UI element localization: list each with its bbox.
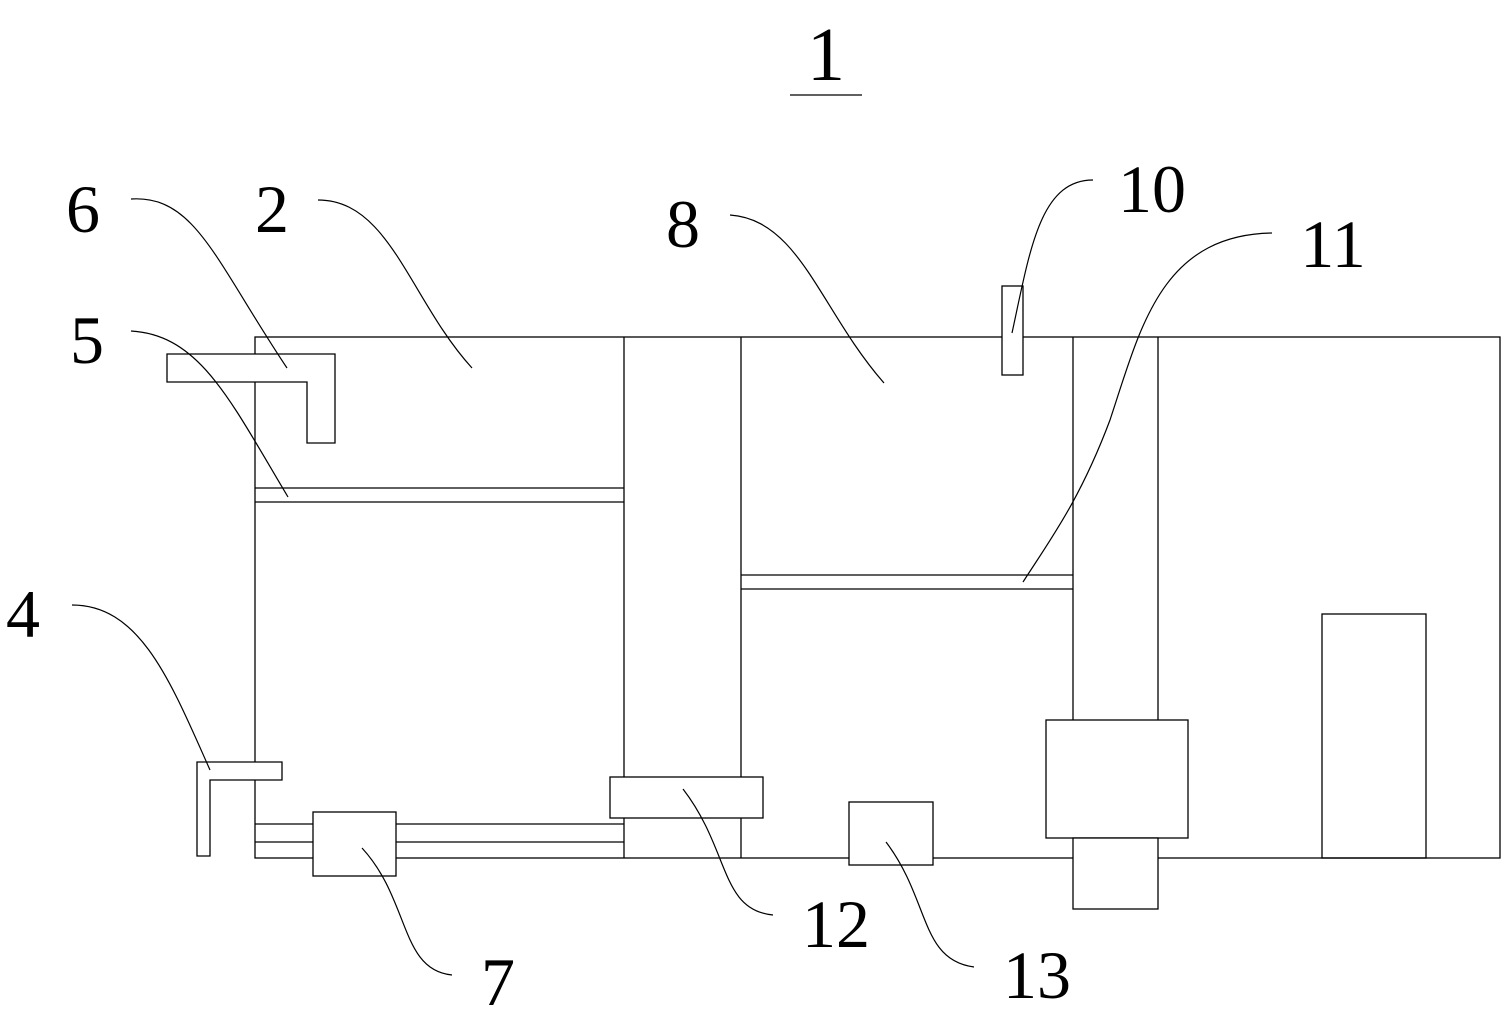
component-7	[312, 811, 397, 877]
leader-5	[130, 330, 289, 498]
callout-2: 2	[255, 171, 289, 247]
leader-10	[1011, 179, 1094, 334]
leader-13	[885, 841, 975, 968]
callout-13: 13	[1003, 937, 1071, 1013]
callout-8: 8	[666, 186, 700, 262]
leader-12	[682, 788, 774, 916]
inlet-pipe-6	[166, 353, 336, 444]
motor-base	[1072, 837, 1159, 910]
main-housing	[254, 336, 1501, 859]
figure-number: 1	[807, 13, 845, 97]
callout-6: 6	[66, 171, 100, 247]
access-door	[1321, 613, 1427, 859]
component-12	[609, 776, 764, 819]
leader-2	[317, 199, 473, 369]
leader-4	[71, 604, 211, 771]
callout-12: 12	[802, 886, 870, 962]
callout-11: 11	[1300, 206, 1365, 282]
callout-4: 4	[6, 576, 40, 652]
callout-10: 10	[1118, 151, 1186, 227]
leader-11	[1022, 232, 1273, 583]
leader-8	[729, 214, 885, 384]
callout-7: 7	[481, 944, 515, 1016]
outlet-pipe-4	[196, 761, 283, 857]
motor-box	[1045, 719, 1189, 839]
callout-5: 5	[70, 302, 104, 378]
component-13	[848, 801, 934, 866]
leader-6	[130, 198, 288, 369]
leader-7	[361, 847, 453, 976]
